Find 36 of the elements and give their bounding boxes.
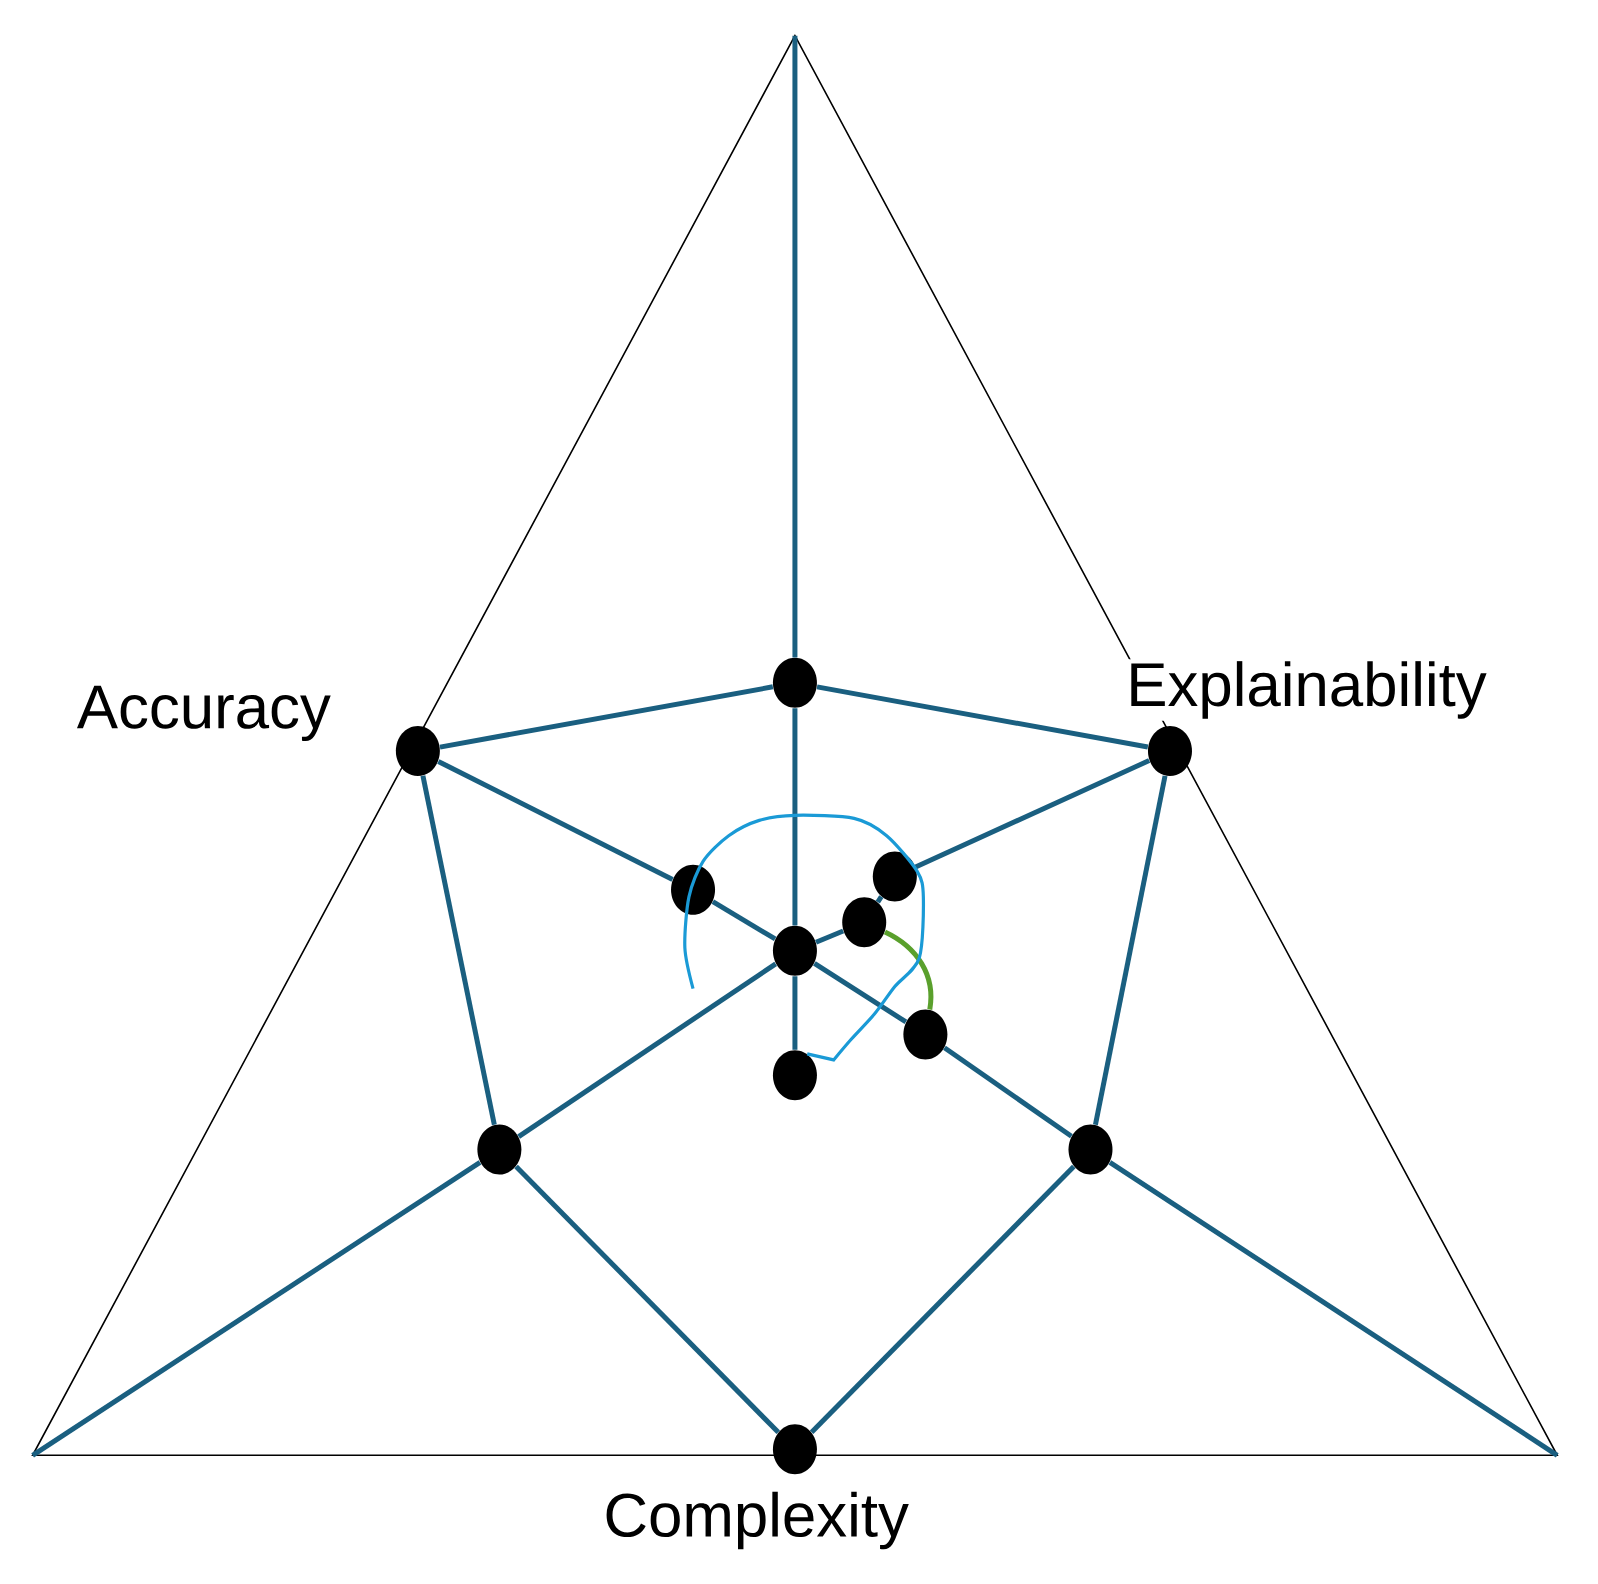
connector-line [31, 1160, 482, 1458]
dot [772, 1050, 817, 1101]
connector-line [683, 813, 925, 1062]
connector-line [437, 759, 674, 882]
dot [772, 657, 817, 708]
dot [477, 1124, 522, 1175]
connector-line [792, 708, 798, 926]
connector-line [816, 684, 1149, 750]
dot [903, 1009, 948, 1060]
connector-line [792, 35, 798, 658]
dot [772, 1424, 817, 1475]
connector-line [883, 929, 934, 1010]
axis-label: Explainability [1124, 659, 1489, 721]
connector-line [514, 1164, 781, 1435]
connector-line [875, 895, 884, 904]
connector-line [815, 928, 845, 945]
axis-label: Complexity [601, 1489, 911, 1552]
axis-label: Accuracy [74, 683, 333, 744]
dot [772, 925, 817, 976]
connector-line [1092, 775, 1168, 1126]
connector-line [943, 1045, 1073, 1139]
connector-line [809, 1164, 1076, 1435]
dot [395, 726, 440, 777]
dot [872, 851, 917, 902]
connector-line [792, 976, 798, 1050]
dot [1147, 726, 1192, 777]
connector-line [711, 899, 777, 942]
dot [1068, 1124, 1113, 1175]
connector-line [517, 961, 778, 1139]
connector-line [439, 684, 774, 750]
connector-line [914, 758, 1151, 870]
connector-line [1108, 1160, 1559, 1458]
connector-line [813, 961, 908, 1025]
connector-line [420, 775, 497, 1126]
dot [671, 864, 716, 915]
dot [842, 897, 887, 948]
